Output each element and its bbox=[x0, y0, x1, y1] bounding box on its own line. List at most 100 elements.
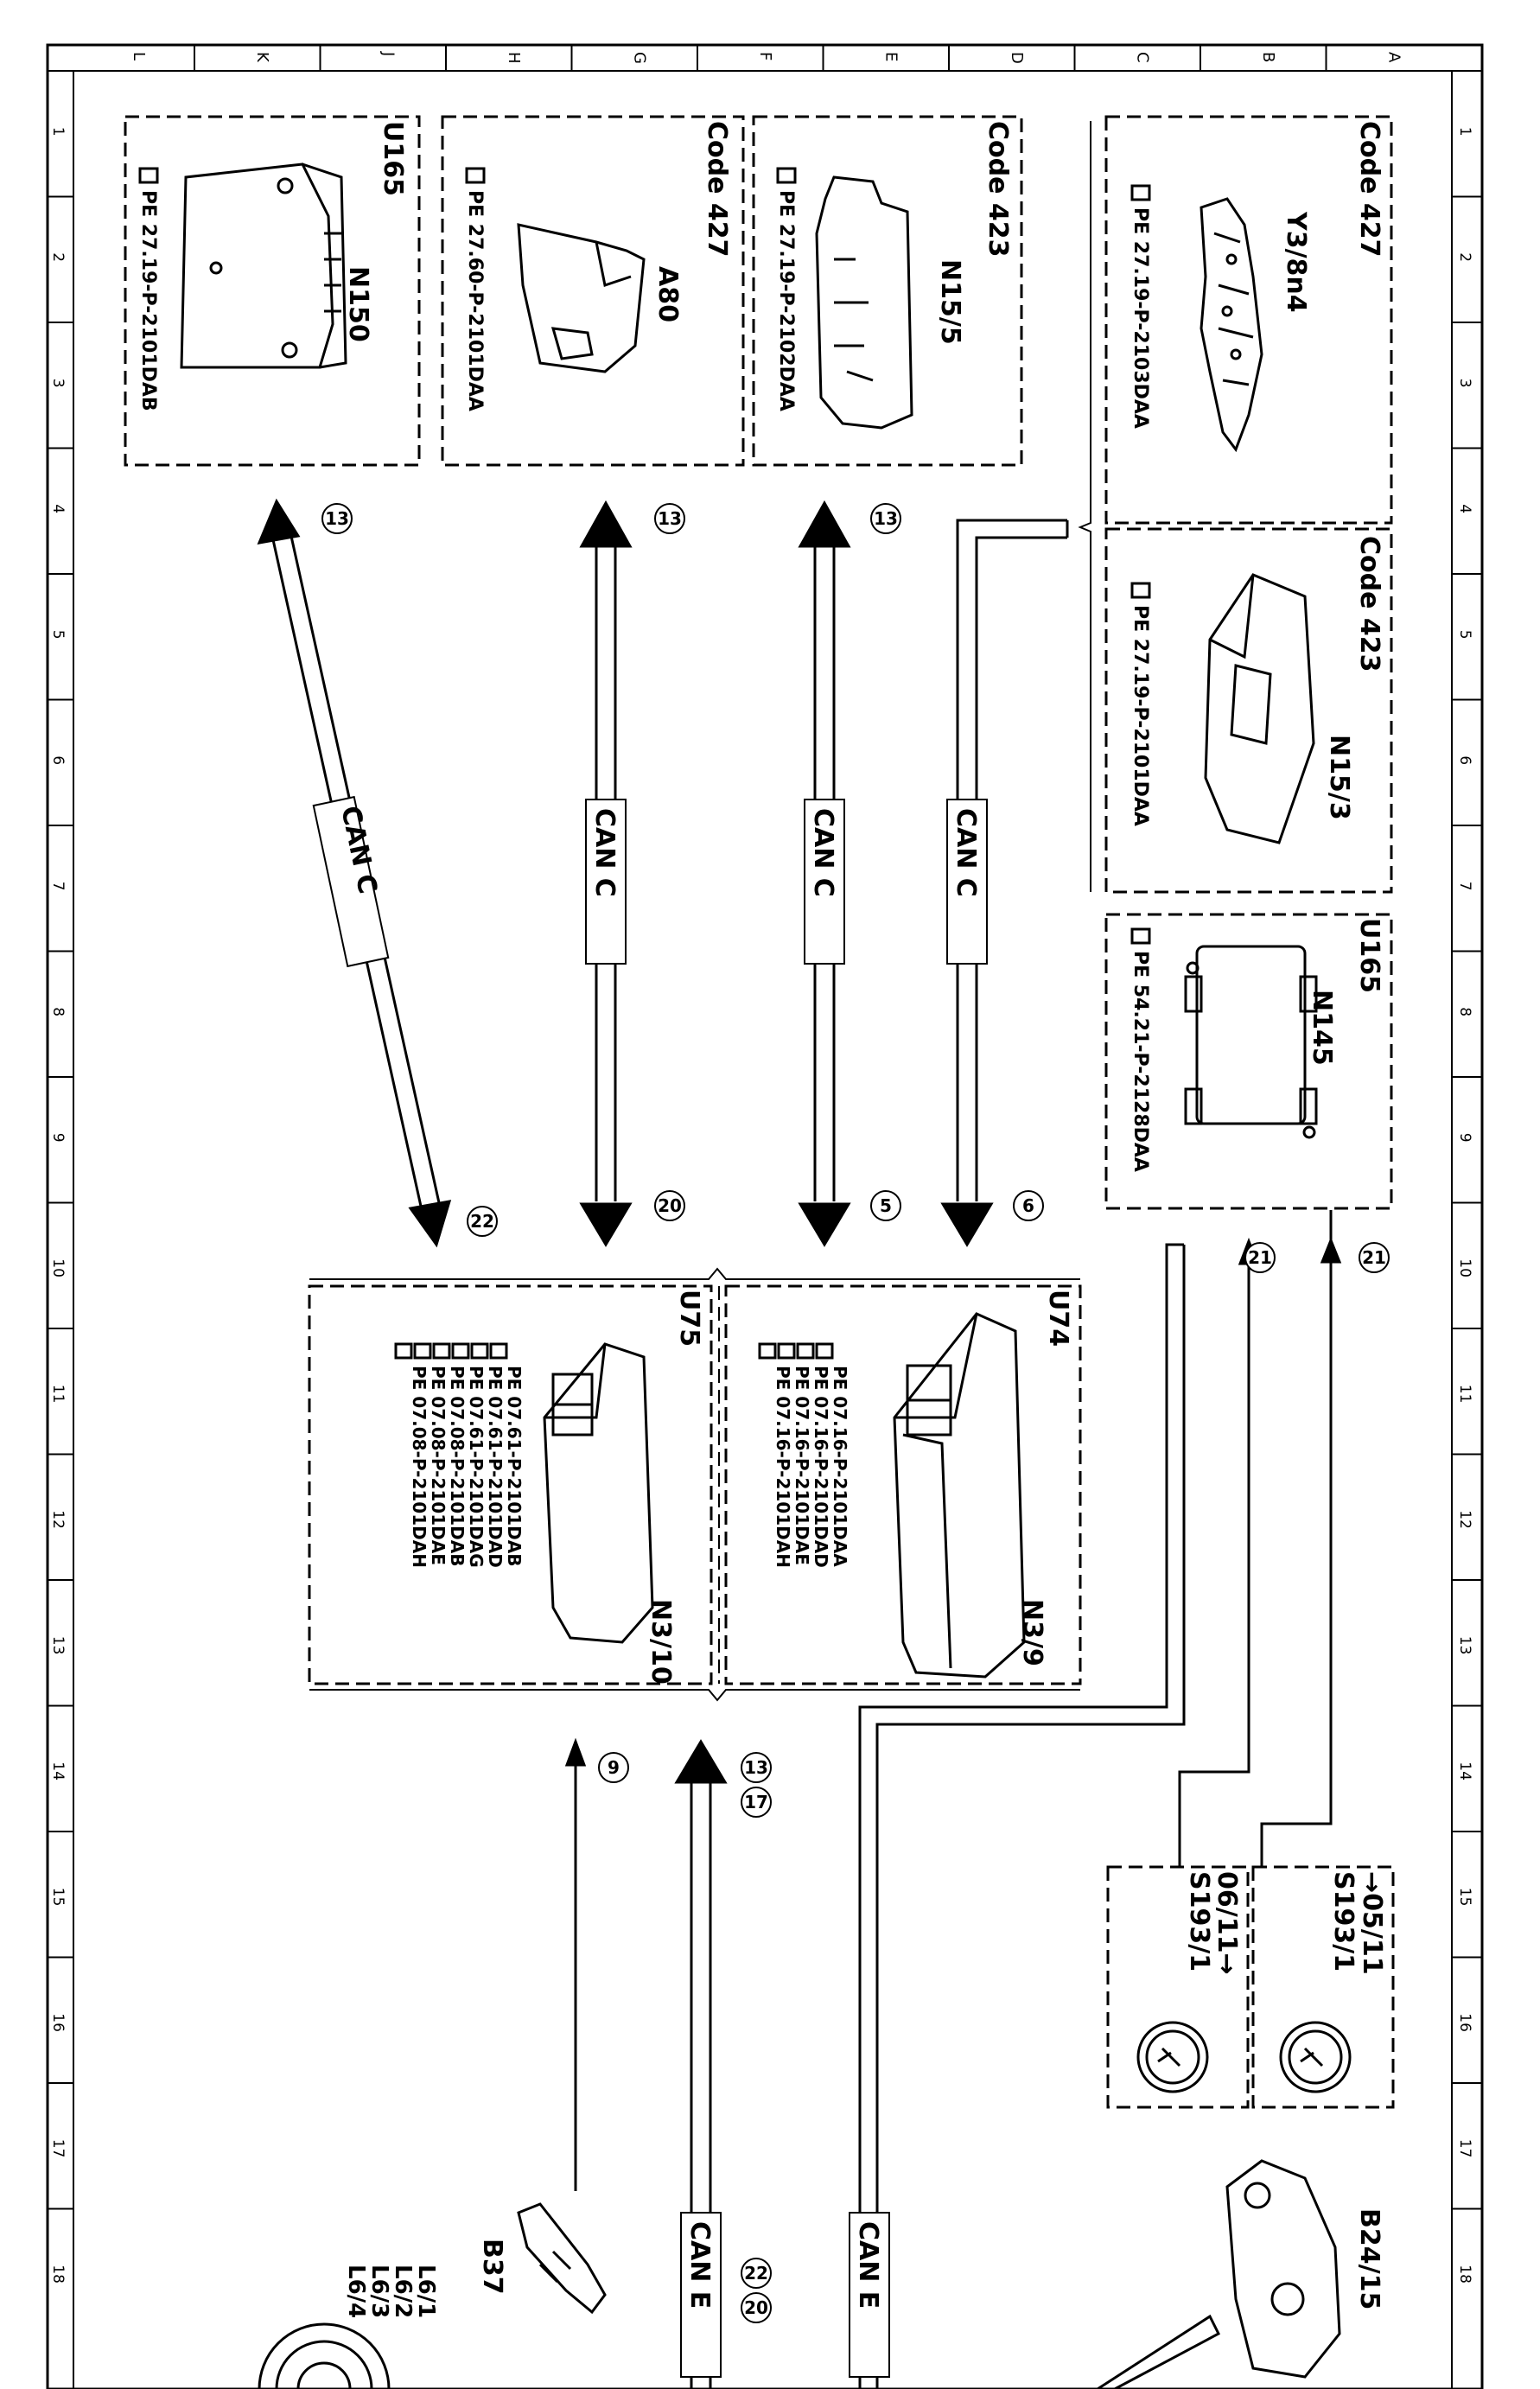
line-n145-a bbox=[1260, 1210, 1333, 1867]
label-code423-n155-name: N15/5 bbox=[935, 259, 965, 345]
b37-pedal-sensor-drawing bbox=[517, 2202, 607, 2315]
svg-text:22: 22 bbox=[744, 2263, 768, 2284]
frame-row-number: 5 bbox=[49, 630, 67, 640]
arrow-n155-up bbox=[798, 500, 851, 548]
n39-control-unit-drawing bbox=[893, 1312, 1026, 1679]
s1931-switch-knob-early-drawing bbox=[1279, 2021, 1352, 2093]
frame-row-number: 9 bbox=[49, 1133, 67, 1143]
marker-13-n150: 13 bbox=[321, 503, 353, 534]
y38n4-valve-body-drawing bbox=[1200, 197, 1263, 453]
frame-column-letter: L bbox=[130, 52, 148, 61]
svg-text:20: 20 bbox=[744, 2297, 768, 2318]
ref-code427-y38n4: PE 27.19-P-2103DAA bbox=[1130, 184, 1151, 429]
l6-speed-sensor-drawing bbox=[258, 2322, 391, 2389]
frame-row-number: 11 bbox=[1456, 1385, 1473, 1404]
svg-text:17: 17 bbox=[744, 1792, 768, 1812]
arrow-can-e-up bbox=[674, 1739, 728, 1784]
pointing-hand-icon bbox=[1130, 184, 1151, 201]
marker-21-b: 21 bbox=[1359, 1242, 1390, 1273]
arrow-n145-a-up bbox=[1320, 1236, 1342, 1264]
arrow-a80-up bbox=[579, 500, 633, 548]
label-u75-code: U75 bbox=[674, 1290, 704, 1347]
svg-text:CAN C: CAN C bbox=[808, 808, 838, 897]
label-code427-a80-name: A80 bbox=[652, 266, 683, 322]
svg-text:CAN C: CAN C bbox=[589, 808, 620, 897]
svg-text:13: 13 bbox=[874, 508, 898, 529]
label-u165-n150-name: N150 bbox=[343, 266, 373, 342]
n310-control-unit-drawing bbox=[543, 1342, 654, 1644]
label-code423-n155-code: Code 423 bbox=[983, 121, 1013, 258]
arrow-n150-up bbox=[257, 498, 301, 545]
pointing-hand-icon bbox=[815, 1342, 834, 1360]
frame-row-number: 17 bbox=[49, 2139, 67, 2158]
frame-row-number: 17 bbox=[1456, 2139, 1473, 2158]
ref-u75-3: PE 07.61-P-2101DAG bbox=[466, 1366, 487, 1568]
a80-module-drawing bbox=[517, 223, 646, 373]
frame-column-letter: C bbox=[1133, 52, 1151, 63]
label-b2415: B24/15 bbox=[1354, 2208, 1384, 2309]
ref-u75-2: PE 07.61-P-2101DAD bbox=[485, 1366, 506, 1568]
n145-module-drawing bbox=[1184, 945, 1318, 1139]
marker-17-can-e: 17 bbox=[741, 1787, 772, 1818]
frame-row-number: 3 bbox=[1456, 379, 1473, 388]
label-code427-y38n4-name: Y3/8n4 bbox=[1281, 211, 1311, 313]
frame-column-ticks bbox=[194, 45, 1327, 71]
brace-u74-u75-top bbox=[309, 1267, 1080, 1280]
frame-row-number: 18 bbox=[49, 2265, 67, 2284]
ref-u165-n145: PE 54.21-P-2128DAA bbox=[1130, 927, 1151, 1172]
label-u74-code: U74 bbox=[1043, 1290, 1073, 1347]
svg-text:PE 27.19-P-2103DAA: PE 27.19-P-2103DAA bbox=[1130, 207, 1151, 429]
frame-row-number: 2 bbox=[1456, 252, 1473, 262]
frame-column-letter: F bbox=[756, 52, 774, 61]
pointing-hand-icon bbox=[413, 1342, 432, 1360]
frame-row-number: 14 bbox=[1456, 1761, 1473, 1781]
marker-13-can-e: 13 bbox=[741, 1752, 772, 1783]
label-u75-name: N3/10 bbox=[646, 1599, 676, 1685]
frame-row-number: 3 bbox=[49, 379, 67, 388]
svg-text:5: 5 bbox=[880, 1195, 892, 1216]
pointing-hand-icon bbox=[776, 167, 797, 184]
frame-row-number: 15 bbox=[49, 1888, 67, 1907]
n155-module-drawing bbox=[815, 175, 913, 430]
b2415-sensor-drawing bbox=[1097, 2159, 1341, 2389]
label-l6-2: L6/2 bbox=[390, 2265, 416, 2318]
pointing-hand-icon bbox=[796, 1342, 815, 1360]
line-n145-b bbox=[1178, 1262, 1250, 1867]
label-code427-y38n4-code: Code 427 bbox=[1354, 121, 1384, 258]
ref-u75-6: PE 07.08-P-2101DAH bbox=[409, 1366, 430, 1568]
bracket-y38n4-n153 bbox=[1078, 121, 1091, 892]
frame-column-letter: J bbox=[379, 51, 397, 56]
frame-column-letter: D bbox=[1008, 52, 1026, 64]
frame-row-number: 16 bbox=[1456, 2013, 1473, 2032]
pointing-hand-icon bbox=[758, 1342, 777, 1360]
svg-text:20: 20 bbox=[658, 1195, 682, 1216]
box-code427-a80 bbox=[441, 115, 745, 467]
can-c-line-y38n4-n153 bbox=[956, 519, 1069, 1201]
svg-text:13: 13 bbox=[744, 1757, 768, 1778]
frame-row-number: 8 bbox=[49, 1007, 67, 1016]
svg-text:9: 9 bbox=[608, 1757, 620, 1778]
frame-row-number: 4 bbox=[1456, 504, 1473, 513]
label-code423-n153-code: Code 423 bbox=[1354, 536, 1384, 672]
label-l6-3: L6/3 bbox=[366, 2265, 392, 2318]
svg-text:22: 22 bbox=[470, 1211, 494, 1232]
svg-text:CAN E: CAN E bbox=[684, 2221, 715, 2309]
label-code427-a80-code: Code 427 bbox=[702, 121, 732, 258]
arrow-a80-down bbox=[579, 1202, 633, 1247]
svg-text:PE 27.19-P-2102DAA: PE 27.19-P-2102DAA bbox=[775, 190, 797, 411]
can-label-e-u75: CAN E bbox=[680, 2212, 722, 2378]
frame-column-letter: B bbox=[1259, 52, 1277, 62]
n150-module-drawing bbox=[180, 162, 347, 369]
marker-20: 20 bbox=[654, 1190, 685, 1221]
drawing-frame bbox=[46, 43, 1484, 2389]
pointing-hand-icon bbox=[138, 167, 159, 184]
frame-row-number: 13 bbox=[49, 1636, 67, 1655]
arrow-b37-up bbox=[564, 1737, 587, 1767]
svg-text:13: 13 bbox=[658, 508, 682, 529]
frame-row-number: 7 bbox=[49, 882, 67, 891]
can-label-n150: CAN C bbox=[312, 795, 390, 968]
marker-9: 9 bbox=[598, 1752, 629, 1783]
arrow-y38n4-down bbox=[940, 1202, 994, 1247]
